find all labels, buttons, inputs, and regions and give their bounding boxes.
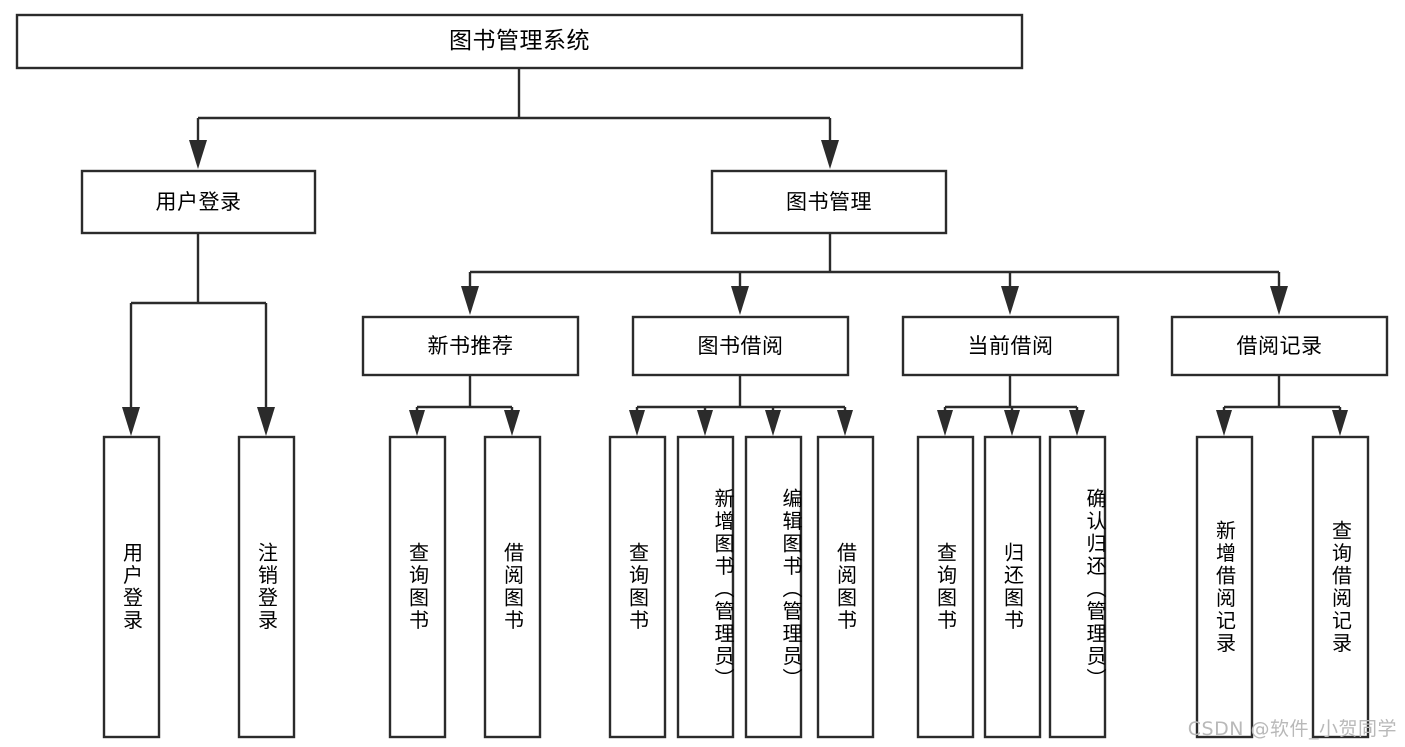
arrow-head-icon [122,407,140,436]
node-box-root[interactable] [15,13,1024,70]
arrow-head-icon [731,286,749,315]
arrow-head-icon [1332,410,1348,436]
node-box-book-manage[interactable] [710,169,948,235]
node-box-leaf[interactable] [237,435,296,739]
node-box-leaf[interactable] [983,435,1042,739]
node-box-leaf[interactable] [744,435,803,739]
node-box-leaf[interactable] [916,435,975,739]
node-box-leaf[interactable] [1195,435,1254,739]
arrow-head-icon [504,410,520,436]
node-box-leaf[interactable] [1311,435,1370,739]
node-box-new-book-recommend[interactable] [361,315,580,377]
arrow-head-icon [1270,286,1288,315]
node-box-book-borrow[interactable] [631,315,850,377]
node-box-leaf[interactable] [1048,435,1107,739]
node-box-leaf[interactable] [676,435,735,739]
arrow-head-icon [765,410,781,436]
csdn-watermark: CSDN @软件_小贺同学 [1187,718,1397,740]
node-box-leaf[interactable] [102,435,161,739]
arrow-head-icon [697,410,713,436]
arrow-head-icon [189,140,207,169]
arrow-head-icon [821,140,839,169]
arrowhead-layer [122,140,1348,436]
node-box-leaf[interactable] [388,435,447,739]
node-box-layer [15,13,1389,739]
arrow-head-icon [1216,410,1232,436]
arrow-head-icon [837,410,853,436]
node-box-leaf[interactable] [483,435,542,739]
arrow-head-icon [1001,286,1019,315]
arrow-head-icon [1069,410,1085,436]
arrow-head-icon [409,410,425,436]
arrow-head-icon [1004,410,1020,436]
node-box-leaf[interactable] [608,435,667,739]
arrow-head-icon [937,410,953,436]
node-box-leaf[interactable] [816,435,875,739]
arrow-head-icon [461,286,479,315]
node-box-borrow-records[interactable] [1170,315,1389,377]
arrow-head-icon [257,407,275,436]
node-box-user-login[interactable] [80,169,317,235]
node-box-current-borrow[interactable] [901,315,1120,377]
arrow-head-icon [629,410,645,436]
